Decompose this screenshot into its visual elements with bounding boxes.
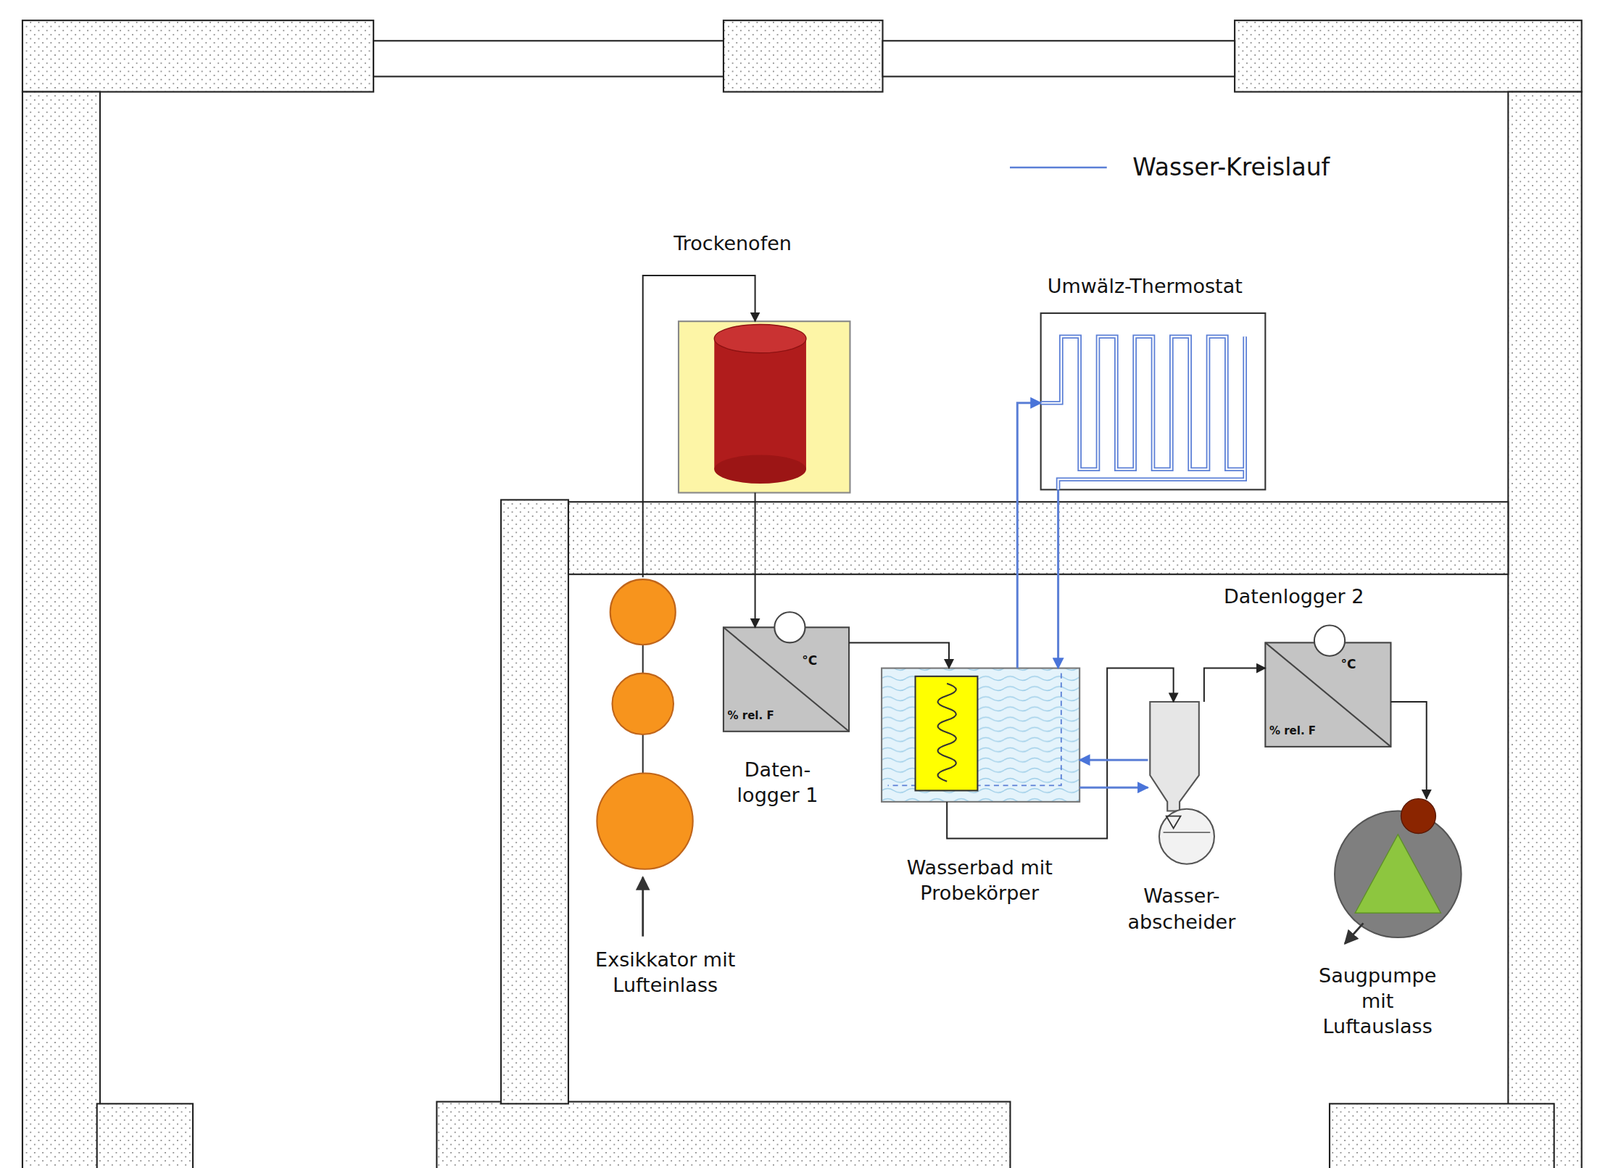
sensor-dial — [1314, 624, 1345, 656]
specimen — [915, 676, 978, 791]
suction-pump-node: Saugpumpe mit Luftauslass — [1334, 798, 1462, 938]
pump-triangle — [1354, 834, 1441, 913]
window — [883, 40, 1236, 77]
desiccator — [596, 579, 693, 870]
window — [373, 40, 724, 77]
water-line — [1057, 489, 1060, 668]
pump-inlet — [1401, 798, 1437, 834]
desiccator-node: Exsikkator mit Lufteinlass — [596, 577, 696, 873]
air-line — [643, 275, 756, 578]
node-heading: Trockenofen — [673, 230, 792, 256]
wall — [1234, 20, 1582, 92]
wall — [500, 499, 569, 1104]
legend-line — [1009, 166, 1108, 169]
legend-sample — [1009, 160, 1108, 175]
wall — [1507, 92, 1582, 1168]
wall — [568, 501, 1508, 575]
wall — [97, 1103, 193, 1168]
separator-funnel — [1149, 701, 1200, 812]
wall — [22, 92, 101, 1168]
wall — [723, 20, 884, 92]
specimen-channel — [938, 683, 957, 782]
unit-label: °C — [1340, 656, 1356, 673]
logger-diagonal — [1265, 642, 1391, 747]
water-bath-node: Wasserbad mit Probekörper — [881, 668, 1080, 802]
water-separator-node: Wasser- abscheider — [1147, 701, 1221, 868]
air-line — [1204, 668, 1266, 702]
water-level-symbol — [1166, 816, 1181, 829]
datalogger-node: Datenlogger 2°C% rel. F — [1265, 642, 1391, 747]
thermostat-node: Umwälz-Thermostat — [1041, 313, 1266, 490]
node-heading: Datenlogger 2 — [1223, 583, 1364, 609]
datalogger-node: °C% rel. FDaten- logger 1 — [723, 627, 849, 732]
sensor-dial — [774, 611, 805, 643]
water-line — [1079, 759, 1148, 762]
air-line — [754, 492, 757, 628]
node-heading: Umwälz-Thermostat — [1047, 273, 1243, 299]
unit-label: °C — [801, 652, 818, 669]
oven-node: Trockenofen — [678, 321, 850, 493]
water-level-line — [1163, 831, 1211, 833]
node-label: Saugpumpe mit Luftauslass — [1318, 962, 1437, 1039]
air-inlet-arrow — [641, 877, 644, 937]
air-line — [1390, 701, 1427, 799]
air-line — [848, 642, 949, 668]
separator-flask — [1159, 809, 1215, 865]
cylinder-top — [714, 324, 807, 353]
cylinder-body — [714, 338, 807, 470]
legend-text: Wasser-Kreislauf — [1132, 152, 1330, 182]
logger-box — [1265, 642, 1391, 747]
unit-label: % rel. F — [727, 709, 775, 724]
water-line — [1079, 786, 1148, 789]
node-label: Exsikkator mit Lufteinlass — [563, 946, 768, 998]
heating-coil — [1041, 336, 1246, 490]
node-label: Daten- logger 1 — [720, 756, 836, 808]
oven-box — [678, 321, 850, 493]
pump-body — [1334, 811, 1462, 938]
node-label: Wasser- abscheider — [1128, 883, 1237, 934]
walls — [22, 20, 1582, 1168]
node-label: Wasserbad mit Probekörper — [875, 854, 1085, 906]
water-bath — [881, 668, 1080, 802]
wall — [22, 20, 374, 92]
unit-label: % rel. F — [1269, 724, 1316, 739]
thermostat-box — [1041, 313, 1266, 490]
wall — [436, 1101, 1010, 1168]
water-line — [1017, 403, 1041, 669]
air-line — [946, 668, 1173, 839]
wall — [1329, 1103, 1555, 1168]
heating-coil — [1041, 336, 1246, 490]
legend-entry: Wasser-Kreislauf — [1009, 152, 1330, 182]
air-outlet-arrow — [1344, 922, 1363, 944]
cylinder-bottom — [714, 455, 807, 484]
